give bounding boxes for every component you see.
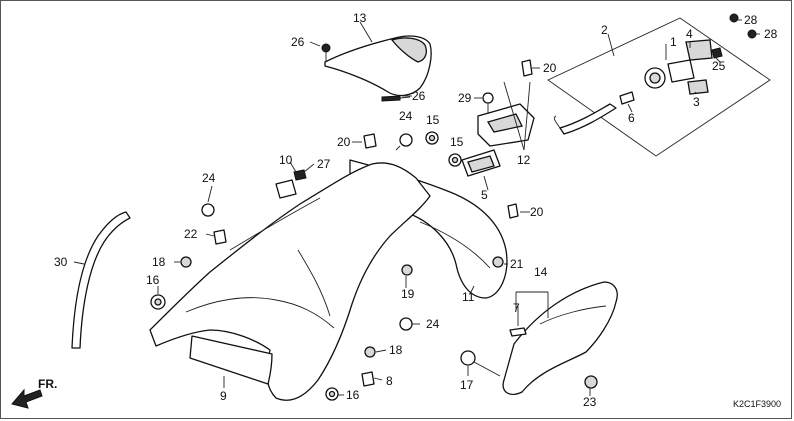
callout-label: 9: [220, 389, 227, 403]
callout-label: 1: [670, 35, 677, 49]
callout-label: 8: [386, 374, 393, 388]
clip-20-mid: [363, 133, 377, 149]
mud-flap-part: [189, 335, 273, 385]
callout-label: 4: [686, 27, 693, 41]
rear-hugger-part: [502, 281, 618, 395]
callout-label: 16: [346, 388, 360, 402]
license-light-lens-part: [667, 39, 713, 95]
license-light-wire-part: [553, 103, 617, 135]
collar-7: [509, 327, 527, 337]
grommet-16-left: [150, 294, 166, 310]
callout-label: 19: [401, 287, 415, 301]
callout-label: 22: [184, 227, 198, 241]
grommet-15-b: [448, 153, 462, 167]
callout-label: 15: [426, 113, 440, 127]
nut-23: [584, 375, 598, 389]
reflector-part: [461, 149, 501, 177]
callout-label: 30: [54, 255, 68, 269]
bolt-26-lower: [381, 95, 411, 102]
callout-label: 13: [353, 11, 367, 25]
callout-label: 29: [458, 91, 472, 105]
callout-label: 23: [583, 395, 597, 409]
screw-25: [711, 47, 723, 59]
bolt-24-bottom: [399, 317, 413, 331]
callout-label: 21: [510, 257, 524, 271]
seat-cowl-part: [324, 21, 432, 97]
grommet-15-a: [425, 131, 439, 145]
callout-label: 24: [399, 109, 413, 123]
front-direction-label: FR.: [38, 377, 57, 391]
screw-28-b: [747, 29, 757, 39]
callout-label: 27: [317, 157, 331, 171]
callout-label: 18: [389, 343, 403, 357]
screw-10-27: [275, 169, 307, 199]
callout-label: 11: [462, 290, 475, 304]
bolt-24-top: [395, 133, 413, 151]
license-light-assembly-box: [547, 17, 771, 157]
screw-28-a: [729, 13, 739, 23]
diagram-code: K2C1F3900: [733, 399, 781, 409]
callout-label: 5: [481, 188, 488, 202]
grommet-16-bottom: [325, 387, 339, 401]
callout-label: 17: [460, 378, 474, 392]
callout-label: 6: [628, 111, 635, 125]
clip-8: [361, 371, 375, 387]
callout-label: 24: [426, 317, 440, 331]
callout-label: 2: [601, 23, 608, 37]
bolt-29: [482, 92, 494, 114]
callout-label: 15: [450, 135, 464, 149]
front-direction-arrow: [11, 388, 43, 409]
callout-label: 18: [152, 255, 166, 269]
bolt-17: [460, 350, 501, 377]
bolt-26-upper: [321, 43, 331, 62]
callout-label: 16: [146, 273, 160, 287]
nut-21: [492, 256, 504, 268]
callout-label: 3: [693, 95, 700, 109]
callout-label: 24: [202, 171, 216, 185]
callout-label: 20: [530, 205, 544, 219]
callout-label: 25: [712, 59, 726, 73]
callout-label: 26: [291, 35, 305, 49]
callout-label: 20: [337, 135, 351, 149]
license-bracket-part: [477, 81, 535, 151]
license-light-socket-part: [619, 67, 666, 105]
callout-label: 14: [534, 265, 548, 279]
callout-label: 12: [517, 153, 531, 167]
callout-label: 26: [412, 89, 426, 103]
rear-frame-part: [149, 162, 431, 401]
callout-label: 7: [513, 301, 520, 315]
leader-lines: [73, 19, 760, 396]
callout-label: 28: [744, 13, 758, 27]
clip-20-top: [521, 59, 533, 77]
clip-20-right: [507, 203, 519, 219]
callout-labels: 1 2 3 4 5 6 7 8 9 10 11 12 13 14 15 15 1…: [54, 11, 778, 409]
callout-label: 20: [543, 61, 557, 75]
callout-label: 10: [279, 153, 293, 167]
nut-19: [401, 264, 413, 276]
clip-22: [213, 229, 227, 245]
nut-18-left: [180, 256, 192, 268]
callout-label: 28: [764, 27, 778, 41]
nut-18-right: [364, 346, 376, 358]
drain-tube-part: [71, 211, 131, 349]
bolt-24-left: [201, 203, 215, 217]
